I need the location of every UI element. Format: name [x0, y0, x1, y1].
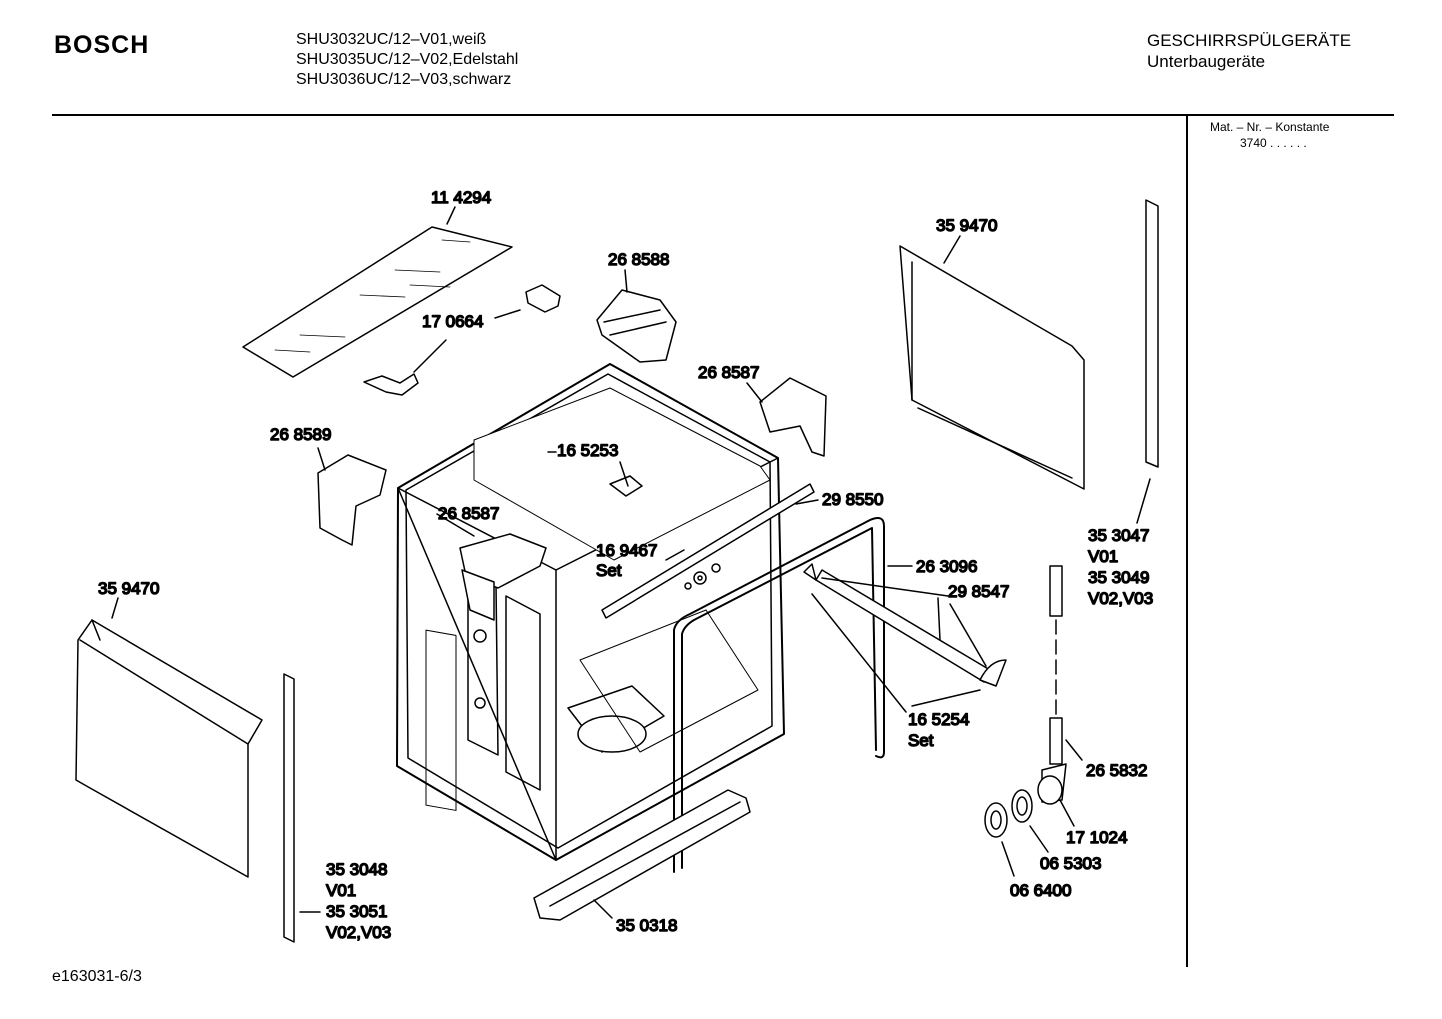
part-label: V01: [326, 881, 356, 900]
part-label: 26 8588: [608, 250, 669, 269]
part-label: 17 1024: [1066, 828, 1127, 847]
part-label: 26 8587: [698, 363, 759, 382]
bracket-part: [363, 284, 561, 396]
side-panel-part: [899, 245, 1085, 490]
hinge-housing-part: [759, 377, 827, 457]
hinge-housing-part: [596, 289, 677, 363]
model-list: SHU3032UC/12–V01,weiß SHU3035UC/12–V02,E…: [296, 30, 518, 90]
part-label: 35 0318: [616, 916, 677, 935]
part-label: 26 3096: [916, 557, 977, 576]
part-label: 35 9470: [936, 216, 997, 235]
model-line: SHU3035UC/12–V02,Edelstahl: [296, 51, 519, 68]
rail-part: [803, 563, 1007, 687]
part-label: 35 3051: [326, 902, 387, 921]
part-label: 35 3049: [1088, 568, 1149, 587]
part-label: 06 5303: [1040, 854, 1101, 873]
part-label: 35 9470: [98, 579, 159, 598]
model-line: SHU3036UC/12–V03,schwarz: [296, 71, 512, 88]
part-label: 26 8589: [270, 425, 331, 444]
part-label: 35 3048: [326, 860, 387, 879]
part-label: 06 6400: [1010, 881, 1071, 900]
part-label: 35 3047: [1088, 526, 1149, 545]
rail-part: [601, 483, 815, 619]
drain-hose-part: [1037, 565, 1067, 805]
part-label: Set: [908, 731, 934, 750]
part-label: V02,V03: [326, 923, 391, 942]
part-label: 16 9467: [596, 541, 657, 560]
category-title: GESCHIRRSPÜLGERÄTE: [1147, 31, 1352, 50]
part-label: 16 5254: [908, 710, 969, 729]
brand-logo: BOSCH: [54, 31, 150, 59]
base-rail-part: [533, 789, 751, 921]
insulation-sheet-part: [242, 226, 513, 378]
drawing-code: e163031-6/3: [52, 968, 142, 985]
part-label: 29 8547: [948, 582, 1009, 601]
dishwasher-tub: [396, 363, 785, 861]
hinge-housing-part: [317, 454, 387, 546]
part-label: 16 5253: [557, 441, 618, 460]
part-label: 17 0664: [422, 312, 483, 331]
part-label: 26 8587: [438, 504, 499, 523]
washer-set-part: [684, 563, 721, 590]
material-number-label: Mat. – Nr. – Konstante: [1210, 120, 1330, 134]
material-number-value: 3740 . . . . . .: [1240, 136, 1307, 150]
side-trim-strip-part: [283, 673, 295, 943]
part-label: 26 5832: [1086, 761, 1147, 780]
front-panel-part: [75, 619, 263, 878]
part-label: Set: [596, 561, 622, 580]
part-label: V02,V03: [1088, 589, 1153, 608]
sidebar-divider: [1186, 114, 1188, 967]
part-label: 11 4294: [431, 188, 491, 207]
side-trim-strip-part: [1145, 199, 1159, 468]
seal-ring-part: [984, 789, 1033, 838]
door-gasket-part: [673, 517, 885, 873]
header-divider: [52, 114, 1394, 116]
category-subtitle: Unterbaugeräte: [1147, 52, 1266, 71]
category-block: GESCHIRRSPÜLGERÄTE Unterbaugeräte: [1147, 30, 1351, 72]
part-label: V01: [1088, 547, 1118, 566]
part-label: 29 8550: [822, 490, 883, 509]
model-line: SHU3032UC/12–V01,weiß: [296, 31, 487, 48]
